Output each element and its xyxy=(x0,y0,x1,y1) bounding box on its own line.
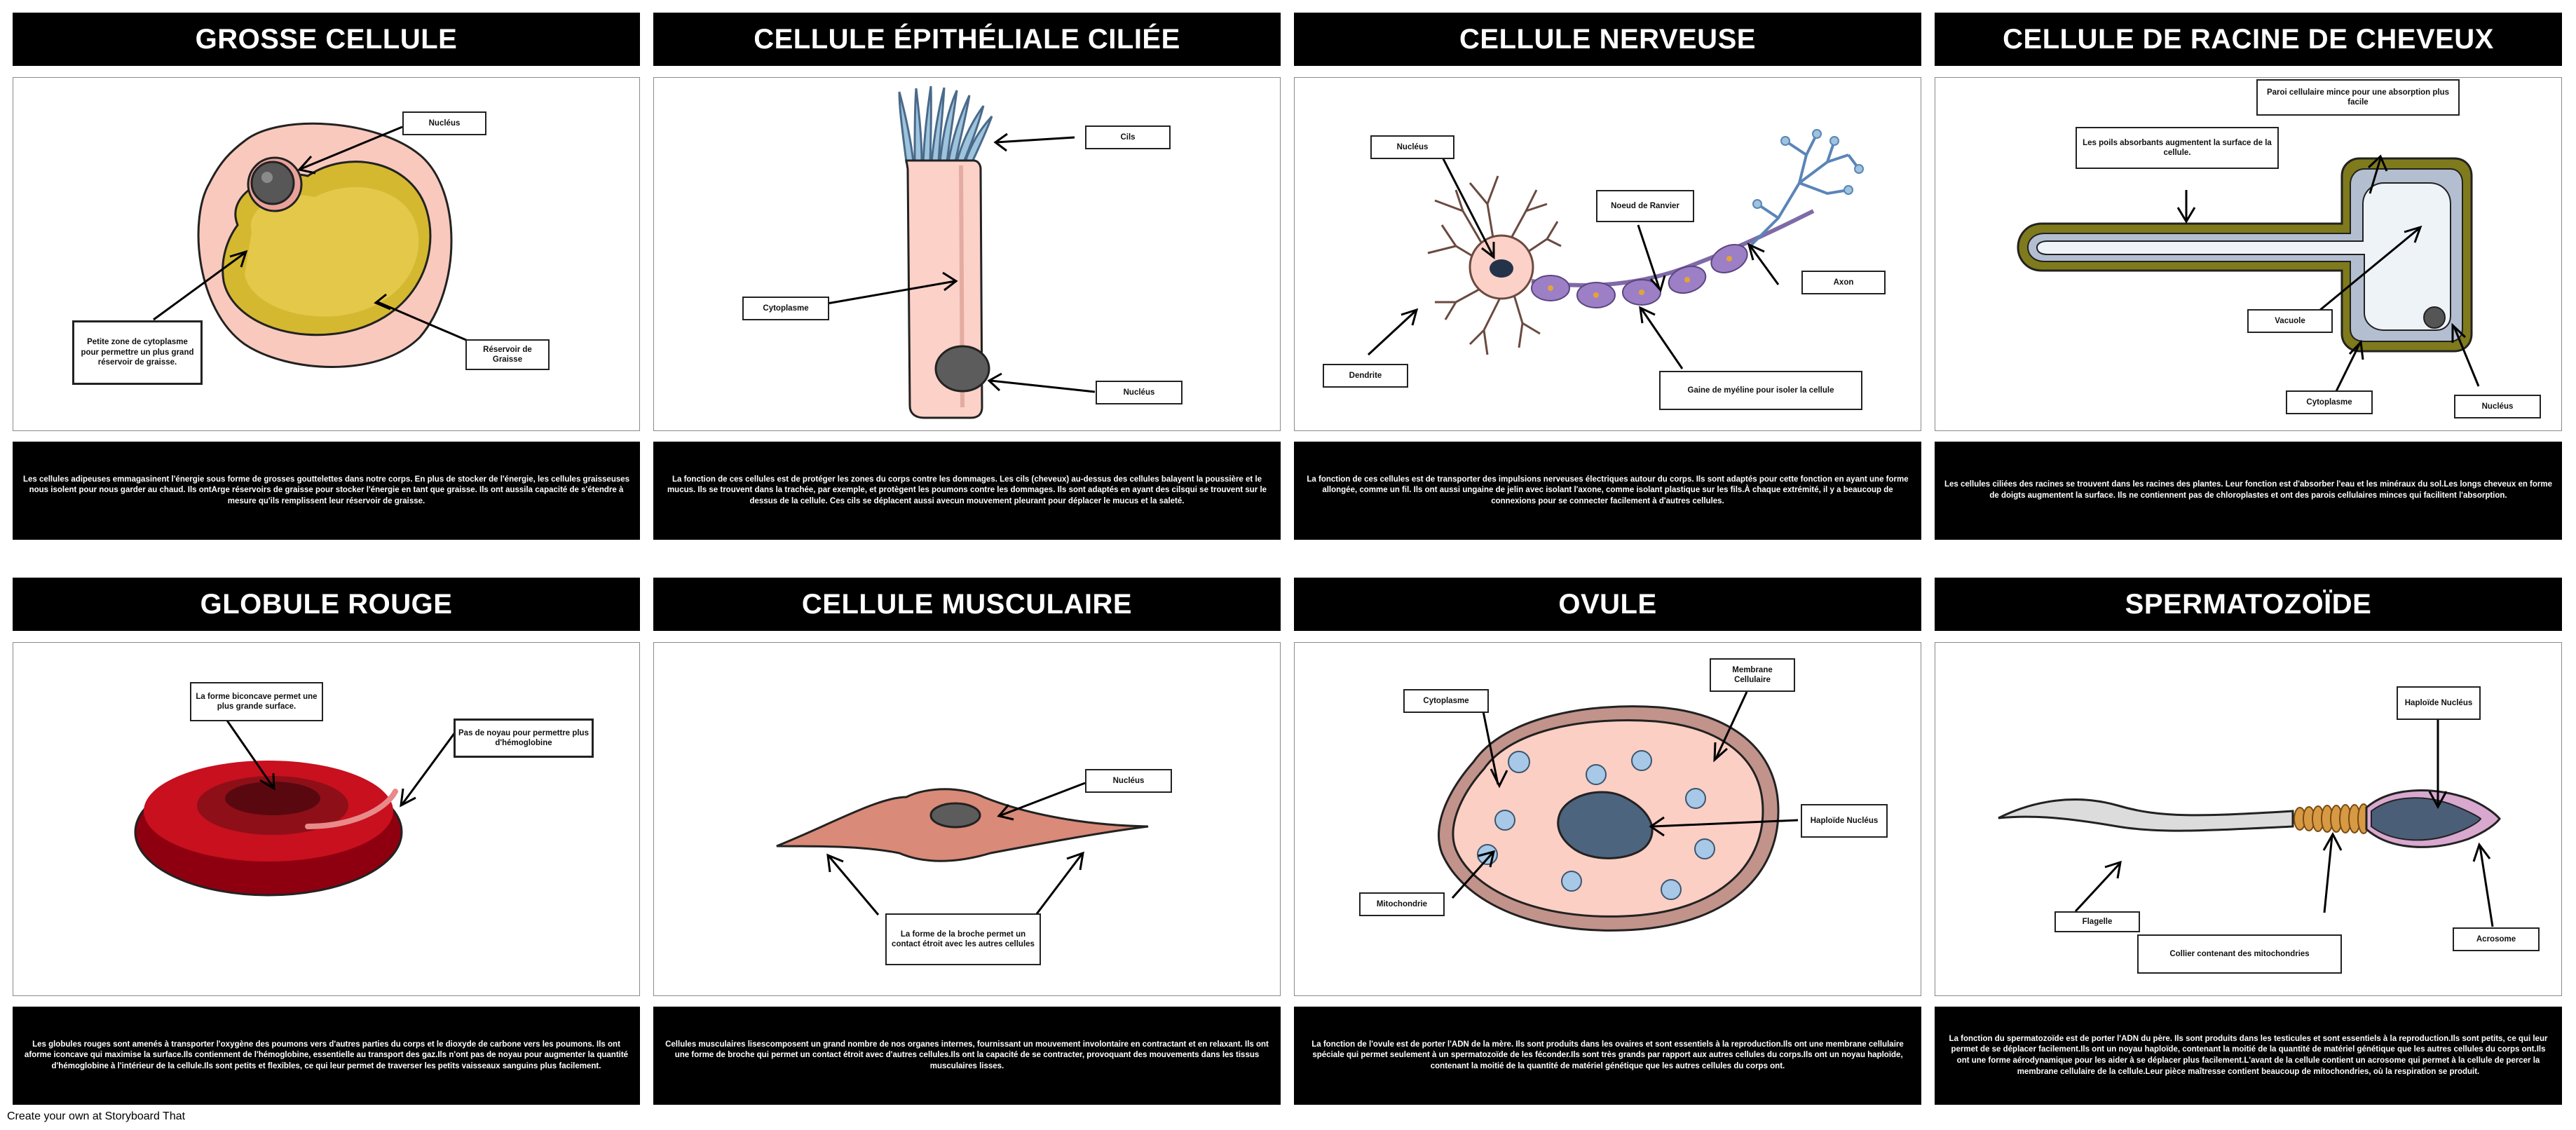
root-hair-cell-drawing xyxy=(2017,154,2480,392)
cell-illustration: Paroi cellulaire mince pour une absorpti… xyxy=(1935,77,2562,431)
cell-illustration: Haploïde Nucléus Flagelle Collier conten… xyxy=(1935,642,2562,996)
cell-illustration: Nucléus Petite zone de cytoplasme pour p… xyxy=(13,77,640,431)
label-cell-membrane: Membrane Cellulaire xyxy=(1710,658,1795,692)
cell-description: La fonction de ces cellules est de proté… xyxy=(653,442,1281,540)
label-spindle-shape: La forme de la broche permet un contact … xyxy=(885,913,1041,965)
cell-illustration: La forme biconcave permet une plus grand… xyxy=(13,642,640,996)
cell-title: GROSSE CELLULE xyxy=(13,13,640,66)
label-fat-reservoir: Réservoir de Graisse xyxy=(465,339,550,370)
cell-description: Les cellules adipeuses emmagasinent l'én… xyxy=(13,442,640,540)
label-nucleus: Nucléus xyxy=(2454,395,2541,418)
label-cytoplasm: Cytoplasme xyxy=(2286,390,2373,414)
storyboard-footer-link[interactable]: Create your own at Storyboard That xyxy=(7,1110,186,1122)
label-myelin-sheath: Gaine de myéline pour isoler la cellule xyxy=(1659,371,1862,410)
cell-title: SPERMATOZOÏDE xyxy=(1935,578,2562,631)
cell-description: La fonction de ces cellules est de trans… xyxy=(1294,442,1921,540)
label-root-hairs-surface: Les poils absorbants augmentent la surfa… xyxy=(2076,127,2279,169)
label-thin-cell-wall: Paroi cellulaire mince pour une absorpti… xyxy=(2256,79,2460,116)
ciliated-cell-drawing xyxy=(826,86,1096,419)
label-haploid-nucleus: Haploïde Nucléus xyxy=(1801,804,1888,838)
cell-title: CELLULE NERVEUSE xyxy=(1294,13,1921,66)
cell-description: La fonction du spermatozoïde est de port… xyxy=(1935,1007,2562,1105)
cell-description: La fonction de l'ovule est de porter l'A… xyxy=(1294,1007,1921,1105)
label-cytoplasm: Cytoplasme xyxy=(742,297,829,320)
label-dendrite: Dendrite xyxy=(1323,364,1408,388)
label-node-of-ranvier: Noeud de Ranvier xyxy=(1596,190,1694,222)
label-no-nucleus: Pas de noyau pour permettre plus d'hémog… xyxy=(454,719,594,758)
cell-title: CELLULE ÉPITHÉLIALE CILIÉE xyxy=(653,13,1281,66)
label-axon: Axon xyxy=(1801,271,1886,294)
cell-title: CELLULE DE RACINE DE CHEVEUX xyxy=(1935,13,2562,66)
label-cytoplasm: Petite zone de cytoplasme pour permettre… xyxy=(72,320,203,385)
cell-illustration: Nucléus La forme de la broche permet un … xyxy=(653,642,1281,996)
label-nucleus: Nucléus xyxy=(1096,381,1183,404)
cell-title: OVULE xyxy=(1294,578,1921,631)
label-nucleus: Nucléus xyxy=(402,111,486,135)
label-nucleus: Nucléus xyxy=(1085,769,1172,793)
sperm-drawing xyxy=(1998,720,2501,927)
ovum-drawing xyxy=(1438,691,1799,932)
cell-description: Les cellules ciliées des racines se trou… xyxy=(1935,442,2562,540)
cell-illustration: Cils Cytoplasme Nucléus xyxy=(653,77,1281,431)
red-blood-cell-drawing xyxy=(134,720,456,897)
label-flagellum: Flagelle xyxy=(2054,911,2140,932)
label-haploid-nucleus: Haploïde Nucléus xyxy=(2397,686,2481,720)
label-cytoplasm: Cytoplasme xyxy=(1403,689,1489,713)
cell-description: Les globules rouges sont amenés à transp… xyxy=(13,1007,640,1105)
label-biconcave-shape: La forme biconcave permet une plus grand… xyxy=(190,682,323,721)
cell-description: Cellules musculaires lisescomposent un g… xyxy=(653,1007,1281,1105)
cell-title: CELLULE MUSCULAIRE xyxy=(653,578,1281,631)
nerve-cell-drawing xyxy=(1367,129,1864,369)
label-vacuole: Vacuole xyxy=(2247,309,2333,333)
fat-cell-drawing xyxy=(153,122,501,368)
cell-illustration: Nucléus Noeud de Ranvier Axon Dendrite G… xyxy=(1294,77,1921,431)
cell-title: GLOBULE ROUGE xyxy=(13,578,640,631)
label-mitochondria-collar: Collier contenant des mitochondries xyxy=(2137,934,2342,974)
cell-illustration: Cytoplasme Membrane Cellulaire Haploïde … xyxy=(1294,642,1921,996)
label-cilia: Cils xyxy=(1085,125,1171,149)
label-mitochondria: Mitochondrie xyxy=(1359,892,1445,916)
muscle-cell-drawing xyxy=(776,782,1149,915)
label-acrosome: Acrosome xyxy=(2453,927,2540,951)
label-nucleus: Nucléus xyxy=(1370,135,1454,159)
